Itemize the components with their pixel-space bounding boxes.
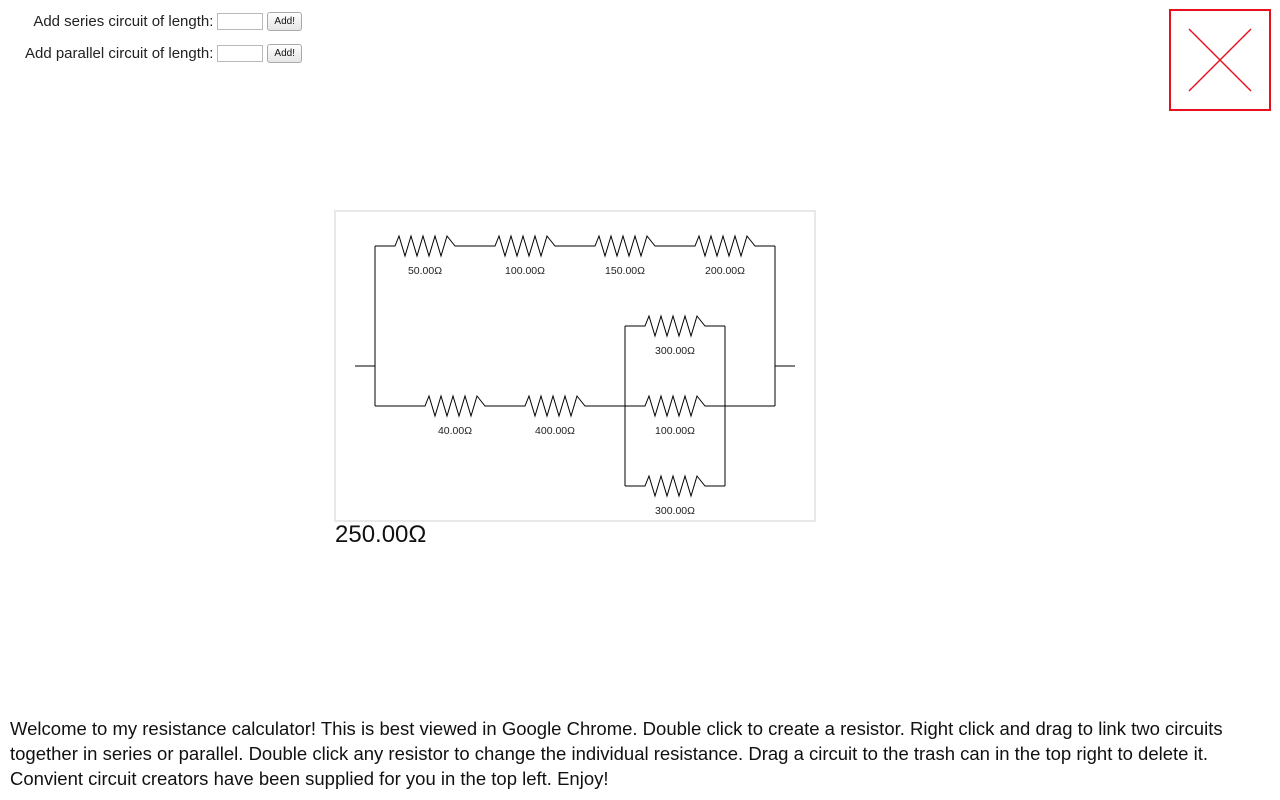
parallel-length-input[interactable] — [217, 45, 264, 62]
parallel-branch-1-wire — [625, 314, 725, 338]
total-resistance: 250.00Ω — [335, 521, 427, 548]
resistor-label[interactable]: 100.00Ω — [505, 265, 545, 277]
bottom-series-wire — [375, 394, 625, 418]
parallel-branch-3-wire — [625, 474, 725, 498]
series-length-input[interactable] — [217, 13, 264, 30]
add-parallel-button[interactable]: Add! — [267, 44, 302, 63]
trash-x-icon — [1188, 28, 1252, 92]
parallel-circuit-creator: Add parallel circuit of length: Add! — [25, 44, 302, 63]
resistor-label[interactable]: 150.00Ω — [605, 265, 645, 277]
circuit-diagram: 50.00Ω 100.00Ω 150.00Ω 200.00Ω 40.00Ω 40… — [355, 234, 795, 517]
trash-can[interactable] — [1169, 9, 1271, 111]
resistor-label[interactable]: 100.00Ω — [655, 425, 695, 437]
resistor-label[interactable]: 200.00Ω — [705, 265, 745, 277]
resistor-label[interactable]: 300.00Ω — [655, 345, 695, 357]
circuit-canvas[interactable]: 50.00Ω 100.00Ω 150.00Ω 200.00Ω 40.00Ω 40… — [334, 210, 816, 522]
instructions-text: Welcome to my resistance calculator! Thi… — [10, 718, 1223, 789]
resistor-label[interactable]: 400.00Ω — [535, 425, 575, 437]
resistor-label[interactable]: 300.00Ω — [655, 505, 695, 517]
top-series-wire — [375, 234, 775, 258]
parallel-length-label: Add parallel circuit of length: — [24, 45, 214, 62]
resistor-label[interactable]: 50.00Ω — [408, 265, 442, 277]
series-circuit-creator: Add series circuit of length: Add! — [33, 12, 302, 31]
parallel-branch-2-wire — [625, 394, 725, 418]
series-length-label: Add series circuit of length: — [33, 13, 214, 30]
resistor-label[interactable]: 40.00Ω — [438, 425, 472, 437]
add-series-button[interactable]: Add! — [267, 12, 302, 31]
